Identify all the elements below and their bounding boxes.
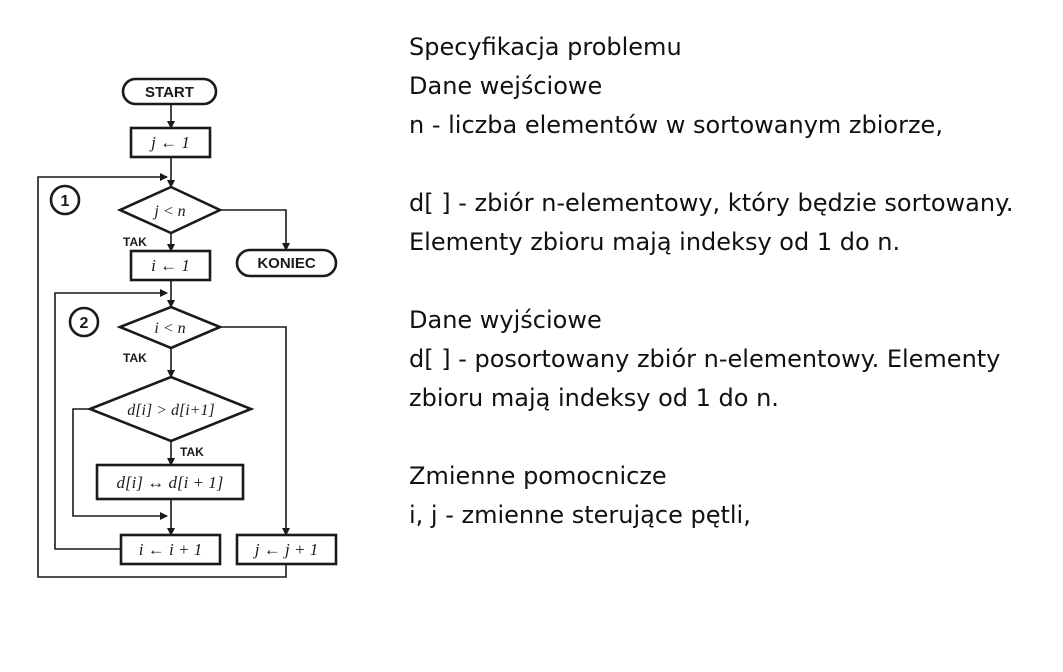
cond-inner-label: i < n xyxy=(154,320,185,337)
inc-j-label: j ← j + 1 xyxy=(253,540,318,559)
yes-inner-label: TAK xyxy=(123,351,147,365)
init-i-box: i ← 1 xyxy=(129,249,212,282)
spacer xyxy=(409,262,1059,301)
flow-connectors xyxy=(37,104,290,578)
cond-outer-decision: j < n xyxy=(116,185,224,235)
end-terminal: KONIEC xyxy=(235,248,338,278)
init-i-label: i ← 1 xyxy=(151,256,190,275)
helpers-heading: Zmienne pomocnicze xyxy=(409,462,667,490)
spacer xyxy=(409,145,1059,184)
output-d-description-line-1: d[ ] - posortowany zbiór n-elementowy. E… xyxy=(409,345,1001,373)
loop-1-label: 1 xyxy=(61,193,70,210)
start-terminal: START xyxy=(121,77,218,106)
inc-j-box: j ← j + 1 xyxy=(235,533,338,566)
output-heading: Dane wyjściowe xyxy=(409,306,602,334)
loop-2-marker: 2 xyxy=(68,306,100,338)
compare-decision: d[i] > d[i+1] xyxy=(86,375,255,443)
input-d-description: d[ ] - zbiór n-elementowy, który będzie … xyxy=(409,189,1014,217)
helpers-ij-description: i, j - zmienne sterujące pętli, xyxy=(409,501,751,529)
input-n-description: n - liczba elementów w sortowanym zbiorz… xyxy=(409,111,943,139)
spacer xyxy=(409,418,1059,457)
init-j-label: j ← 1 xyxy=(149,133,190,152)
input-index-description: Elementy zbioru mają indeksy od 1 do n. xyxy=(409,228,901,256)
problem-specification: Specyfikacja problemu Dane wejściowe n -… xyxy=(409,28,1059,535)
cond-outer-label: j < n xyxy=(152,203,185,220)
output-d-description-line-2: zbioru mają indeksy od 1 do n. xyxy=(409,384,779,412)
yes-outer-label: TAK xyxy=(123,235,147,249)
spec-title: Specyfikacja problemu xyxy=(409,33,682,61)
cond-inner-decision: i < n xyxy=(116,305,224,350)
yes-compare-label: TAK xyxy=(180,445,204,459)
inc-i-label: i ← i + 1 xyxy=(139,540,202,559)
swap-label: d[i] ↔ d[i + 1] xyxy=(117,473,224,492)
end-label: KONIEC xyxy=(257,255,316,272)
cond-compare-label: d[i] > d[i+1] xyxy=(127,402,214,419)
loop-2-label: 2 xyxy=(80,315,89,332)
input-heading: Dane wejściowe xyxy=(409,72,603,100)
inc-i-box: i ← i + 1 xyxy=(119,533,222,566)
start-label: START xyxy=(145,84,194,101)
bubble-sort-flowchart: START j ← 1 1 j < n TAK KONIEC i ← 1 2 i… xyxy=(37,77,338,578)
swap-box: d[i] ↔ d[i + 1] xyxy=(95,463,245,501)
init-j-box: j ← 1 xyxy=(129,126,212,159)
loop-1-marker: 1 xyxy=(49,184,81,216)
